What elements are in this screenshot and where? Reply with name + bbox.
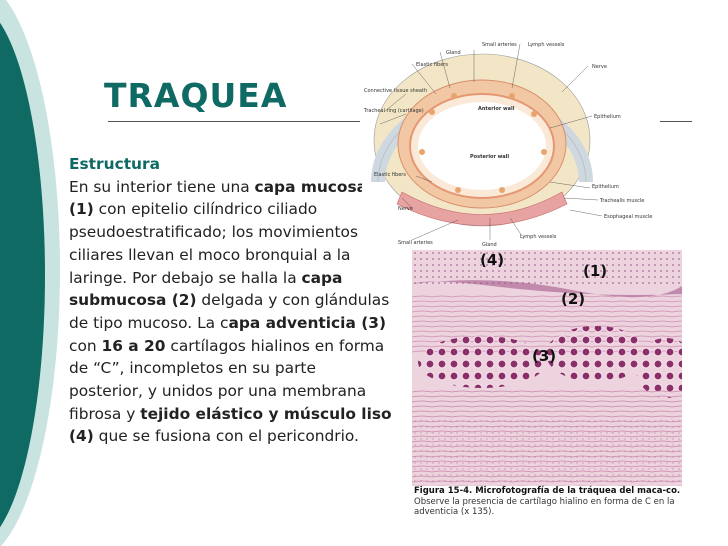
- label-gland: Gland: [446, 50, 461, 56]
- micrograph-svg: [412, 250, 682, 486]
- label-3: (3): [532, 347, 557, 365]
- label-nerve-right: Nerve: [592, 64, 607, 70]
- paragraph-segment: con: [69, 336, 102, 355]
- label-trachealis-muscle: Trachealis muscle: [599, 198, 644, 204]
- label-esophageal-muscle: Esophageal muscle: [604, 214, 652, 220]
- trachea-diagram: Small arteries Gland Lymph vessels Elast…: [362, 32, 660, 252]
- gland-dots: [419, 93, 547, 193]
- micrograph: [412, 250, 682, 486]
- label-4: (4): [480, 251, 505, 269]
- paragraph-bold-segment: apa adventicia (3): [228, 313, 386, 332]
- figure-caption: Figura 15-4. Microfotografía de la tráqu…: [414, 486, 682, 518]
- paragraph-segment: con epitelio cilíndrico ciliado pseudoes…: [69, 200, 358, 287]
- label-epithelium-bottom: Epithelium: [592, 184, 619, 190]
- slide-title: TRAQUEA: [104, 76, 288, 115]
- paragraph-segment: cartílagos hialinos en forma de “C”, inc…: [69, 336, 385, 423]
- label-tracheal-ring: Tracheal ring (cartilage): [363, 108, 424, 114]
- paragraph-segment: que se fusiona con el pericondrio.: [93, 427, 359, 446]
- cartilage-cluster-left: [418, 336, 546, 388]
- label-2: (2): [561, 290, 586, 308]
- paragraph-bold-segment: capa submucosa (2): [69, 268, 343, 310]
- trachealis-muscle-shape: [396, 191, 568, 226]
- title-underline-right: [660, 121, 692, 122]
- paragraph-bold-segment: 16 a 20: [101, 336, 166, 355]
- paragraph-segment: En su interior tiene una: [69, 177, 255, 196]
- label-elastic-fibers-bottom: Elastic fibers: [374, 172, 406, 178]
- caption-rest: Observe la presencia de cartílago hialin…: [414, 496, 675, 518]
- paragraph-segment: delgada y con glándulas de tipo mucoso. …: [69, 291, 390, 332]
- label-gland-bottom: Gland: [482, 242, 497, 248]
- label-lymph-vessels-top: Lymph vessels: [528, 42, 565, 48]
- label-anterior-wall: Anterior wall: [478, 106, 515, 112]
- label-epithelium-top: Epithelium: [594, 114, 621, 120]
- label-small-arteries-top: Small arteries: [482, 42, 517, 48]
- paragraph-bold-segment: tejido elástico y músculo liso (4): [69, 404, 392, 446]
- paragraph-bold-segment: capa mucosa (1): [69, 177, 368, 219]
- lumen-shape: [418, 102, 546, 190]
- body-text: Estructura En su interior tiene una capa…: [69, 153, 394, 448]
- cartilage-cluster-center: [546, 326, 646, 382]
- description-paragraph: En su interior tiene una capa mucosa (1)…: [69, 176, 394, 448]
- label-lymph-vessels-bottom: Lymph vessels: [520, 234, 557, 240]
- label-posterior-wall: Posterior wall: [470, 154, 509, 160]
- title-underline: [108, 121, 360, 122]
- label-elastic-fibers-top: Elastic fibers: [416, 62, 448, 68]
- leader-lines: [379, 43, 603, 241]
- label-1: (1): [583, 262, 608, 280]
- label-connective-sheath: Connective tissue sheath: [364, 88, 427, 94]
- label-nerve-left: Nerve: [398, 206, 413, 212]
- section-heading: Estructura: [69, 155, 160, 173]
- cartilage-cluster-right: [636, 338, 682, 398]
- epithelium-band: [412, 250, 682, 284]
- label-small-arteries-bottom: Small arteries: [398, 240, 433, 246]
- trachea-diagram-svg: Small arteries Gland Lymph vessels Elast…: [363, 42, 652, 248]
- caption-bold: Figura 15-4. Microfotografía de la tráqu…: [414, 486, 681, 496]
